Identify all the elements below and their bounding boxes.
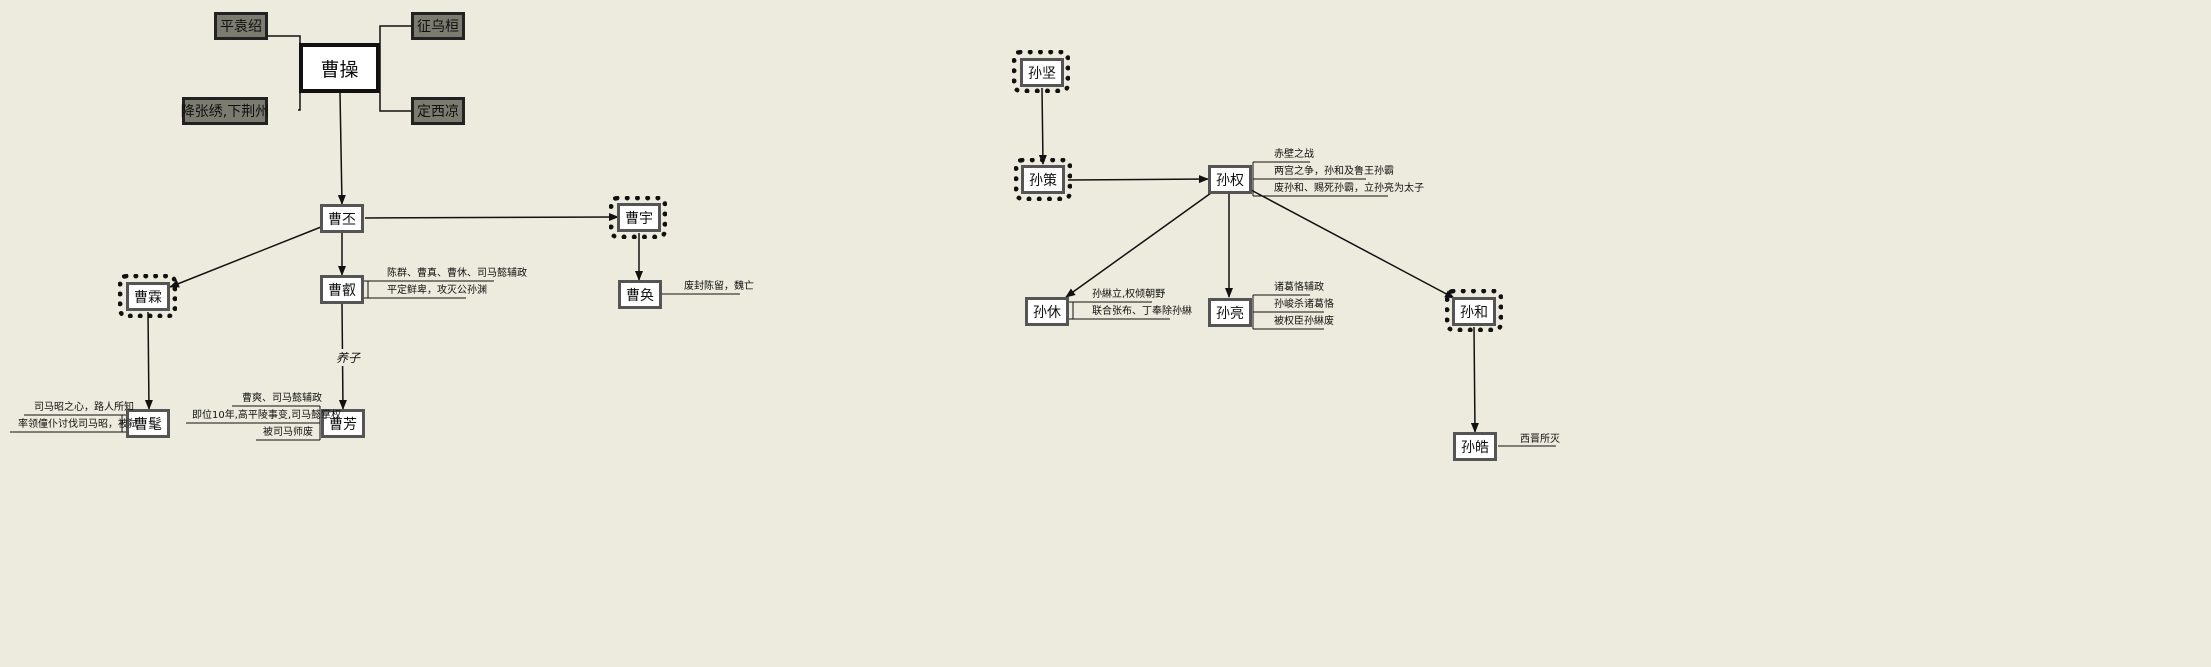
note-caofang-2: 即位10年,高平陵事变,司马懿掌权 xyxy=(192,410,342,421)
tag-connector xyxy=(268,35,301,68)
highlight-ring-sunjian xyxy=(1012,50,1070,93)
note-sunquan-3: 废孙和、赐死孙霸，立孙亮为太子 xyxy=(1274,183,1424,194)
node-caocao[interactable]: 曹操 xyxy=(299,43,380,93)
note-bracket xyxy=(1069,301,1074,320)
note-sunliang-2: 孙峻杀诸葛恪 xyxy=(1274,299,1334,310)
node-sunquan[interactable]: 孙权 xyxy=(1208,165,1252,194)
note-caomao-1: 司马昭之心，路人所知 xyxy=(34,402,134,413)
tag-connector xyxy=(379,25,412,68)
edge-sunce-sunquan xyxy=(1067,175,1209,184)
note-caorui-2: 平定鲜卑，攻灭公孙渊 xyxy=(387,285,487,296)
node-sunce[interactable]: 孙策 xyxy=(1021,165,1065,194)
edge-sunquan-sunhe xyxy=(1250,189,1455,299)
node-sunxiu[interactable]: 孙休 xyxy=(1025,297,1069,326)
node-sunhao[interactable]: 孙皓 xyxy=(1453,432,1497,461)
node-caomao[interactable]: 曹髦 xyxy=(126,409,170,438)
node-caolin[interactable]: 曹霖 xyxy=(126,282,170,311)
node-sunliang[interactable]: 孙亮 xyxy=(1208,298,1252,327)
note-sunxiu-2: 联合张布、丁奉除孙綝 xyxy=(1092,306,1192,317)
note-sunhao: 西晋所灭 xyxy=(1520,434,1560,445)
note-bracket xyxy=(121,414,126,433)
note-sunxiu-1: 孙綝立,权倾朝野 xyxy=(1092,289,1166,300)
node-caofang[interactable]: 曹芳 xyxy=(321,409,365,438)
highlight-ring-sunce xyxy=(1014,158,1072,201)
edge-caocao-caopi xyxy=(337,92,346,205)
note-sunquan-2: 两宫之争，孙和及鲁王孙霸 xyxy=(1274,166,1394,177)
note-bracket xyxy=(364,280,369,299)
edge-caolin-caomao xyxy=(144,311,153,410)
adoption-label: 养子 xyxy=(334,349,363,366)
edge-sunhe-sunhao xyxy=(1470,326,1479,433)
note-caofang-3: 被司马师废 xyxy=(263,427,313,438)
node-caorui[interactable]: 曹叡 xyxy=(320,275,364,304)
tag-connector xyxy=(379,68,412,112)
node-caoyu[interactable]: 曹宇 xyxy=(617,203,661,232)
highlight-ring-caolin xyxy=(118,274,177,318)
tag-ding-xiliang[interactable]: 定西凉 xyxy=(411,97,465,125)
tag-ping-yuanshao[interactable]: 平袁绍 xyxy=(214,12,268,40)
node-sunjian[interactable]: 孙坚 xyxy=(1020,58,1064,87)
edge-caopi-caoyu xyxy=(364,213,619,222)
note-sunliang-1: 诸葛恪辅政 xyxy=(1274,282,1324,293)
edge-sunjian-sunce xyxy=(1038,87,1047,165)
tag-zheng-wuhuan[interactable]: 征乌桓 xyxy=(411,12,465,40)
edge-sunquan-sunxiu xyxy=(1065,192,1212,298)
note-caofang-1: 曹爽、司马懿辅政 xyxy=(242,393,322,404)
note-sunliang-3: 被权臣孙綝废 xyxy=(1274,316,1334,327)
node-caopi[interactable]: 曹丕 xyxy=(320,204,364,233)
note-caomao-2: 率领僮仆讨伐司马昭，被弑 xyxy=(18,419,138,430)
note-sunquan-1: 赤壁之战 xyxy=(1274,149,1314,160)
tag-xiang-zhangxiu[interactable]: 降张绣,下荆州 xyxy=(181,97,269,125)
highlight-ring-caoyu xyxy=(609,196,667,239)
note-caorui-1: 陈群、曹真、曹休、司马懿辅政 xyxy=(387,268,527,279)
note-caohuan: 废封陈留，魏亡 xyxy=(684,281,754,292)
node-sunhe[interactable]: 孙和 xyxy=(1452,297,1496,326)
edge-caopi-caolin xyxy=(169,226,322,288)
highlight-ring-sunhe xyxy=(1445,289,1503,332)
node-caohuan[interactable]: 曹奂 xyxy=(618,280,662,309)
